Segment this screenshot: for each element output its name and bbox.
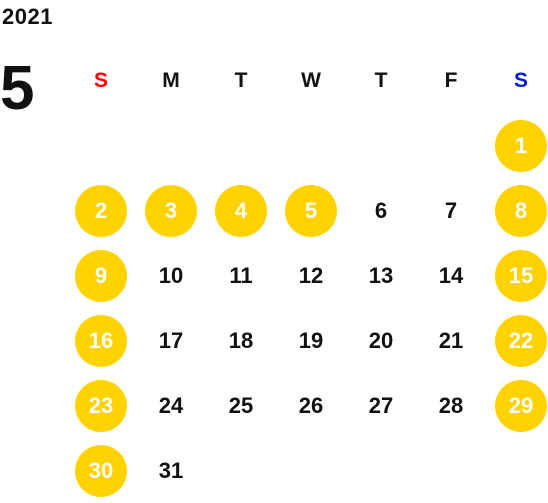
calendar-cell: 25 <box>206 373 276 438</box>
holiday-date[interactable]: 3 <box>145 184 197 237</box>
calendar-cell: 11 <box>206 243 276 308</box>
calendar-date[interactable]: 11 <box>229 262 253 288</box>
calendar-date[interactable]: 27 <box>368 392 394 418</box>
calendar-date[interactable]: 19 <box>298 327 324 353</box>
holiday-date[interactable]: 29 <box>495 379 547 432</box>
calendar-cell <box>276 438 346 503</box>
holiday-date[interactable]: 1 <box>495 119 547 172</box>
holiday-date[interactable]: 9 <box>75 249 127 302</box>
weekday-wednesday: W <box>301 68 321 92</box>
calendar-cell: 27 <box>346 373 416 438</box>
calendar-date[interactable]: 7 <box>444 197 458 223</box>
calendar-cell: 19 <box>276 308 346 373</box>
calendar-cell: 2 <box>66 178 136 243</box>
calendar-cell: 21 <box>416 308 486 373</box>
holiday-date[interactable]: 2 <box>75 184 127 237</box>
calendar-date[interactable]: 10 <box>158 262 184 288</box>
holiday-date[interactable]: 15 <box>495 249 547 302</box>
calendar-date[interactable]: 13 <box>368 262 394 288</box>
calendar-cell: 22 <box>486 308 548 373</box>
calendar-cell: 10 <box>136 243 206 308</box>
calendar-date[interactable]: 20 <box>368 327 394 353</box>
calendar-cell: 24 <box>136 373 206 438</box>
calendar-date[interactable]: 18 <box>228 327 254 353</box>
year-label: 2021 <box>2 4 53 29</box>
month-label: 5 <box>0 54 35 123</box>
calendar-date[interactable]: 31 <box>158 457 184 483</box>
calendar-cell <box>416 113 486 178</box>
calendar-cell <box>346 438 416 503</box>
calendar-cell: 18 <box>206 308 276 373</box>
calendar-date[interactable]: 12 <box>298 262 324 288</box>
calendar-cell: 6 <box>346 178 416 243</box>
calendar-cell: 3 <box>136 178 206 243</box>
holiday-date[interactable]: 30 <box>75 444 127 497</box>
calendar-cell <box>136 113 206 178</box>
calendar-cell: 31 <box>136 438 206 503</box>
calendar-cell <box>486 438 548 503</box>
calendar-cell: 14 <box>416 243 486 308</box>
calendar-date[interactable]: 25 <box>228 392 254 418</box>
calendar-cell: 13 <box>346 243 416 308</box>
calendar-cell: 7 <box>416 178 486 243</box>
weekday-sunday: S <box>93 68 108 92</box>
calendar-cell: 12 <box>276 243 346 308</box>
calendar-cell <box>206 438 276 503</box>
weekday-thursday: T <box>374 68 388 92</box>
calendar-date[interactable]: 14 <box>438 262 464 288</box>
calendar-date[interactable]: 24 <box>158 392 184 418</box>
holiday-date[interactable]: 22 <box>495 314 547 367</box>
calendar-date[interactable]: 26 <box>298 392 324 418</box>
calendar-cell: 26 <box>276 373 346 438</box>
calendar-cell: 20 <box>346 308 416 373</box>
holiday-date[interactable]: 4 <box>215 184 267 237</box>
calendar-date[interactable]: 6 <box>374 197 388 223</box>
calendar-cell: 28 <box>416 373 486 438</box>
calendar-cell: 16 <box>66 308 136 373</box>
calendar-date[interactable]: 17 <box>158 327 184 353</box>
holiday-date[interactable]: 8 <box>495 184 547 237</box>
weekday-friday: F <box>444 68 458 92</box>
calendar-cell <box>416 438 486 503</box>
calendar-cell <box>346 113 416 178</box>
weekday-saturday: S <box>513 68 528 92</box>
weekday-tuesday: T <box>234 68 248 92</box>
calendar-cell: 29 <box>486 373 548 438</box>
calendar-date[interactable]: 28 <box>438 392 464 418</box>
calendar-cell: 9 <box>66 243 136 308</box>
calendar-cell: 23 <box>66 373 136 438</box>
calendar-cell <box>206 113 276 178</box>
holiday-date[interactable]: 16 <box>75 314 127 367</box>
calendar-cell <box>276 113 346 178</box>
holiday-date[interactable]: 23 <box>75 379 127 432</box>
weekday-monday: M <box>162 68 180 92</box>
calendar-cell: 30 <box>66 438 136 503</box>
calendar-cell: 5 <box>276 178 346 243</box>
calendar-cell: 17 <box>136 308 206 373</box>
calendar-cell: 4 <box>206 178 276 243</box>
calendar-cell <box>66 113 136 178</box>
calendar-date[interactable]: 21 <box>438 327 464 353</box>
calendar-cell: 1 <box>486 113 548 178</box>
calendar-cell: 15 <box>486 243 548 308</box>
calendar-cell: 8 <box>486 178 548 243</box>
holiday-date[interactable]: 5 <box>285 184 337 237</box>
